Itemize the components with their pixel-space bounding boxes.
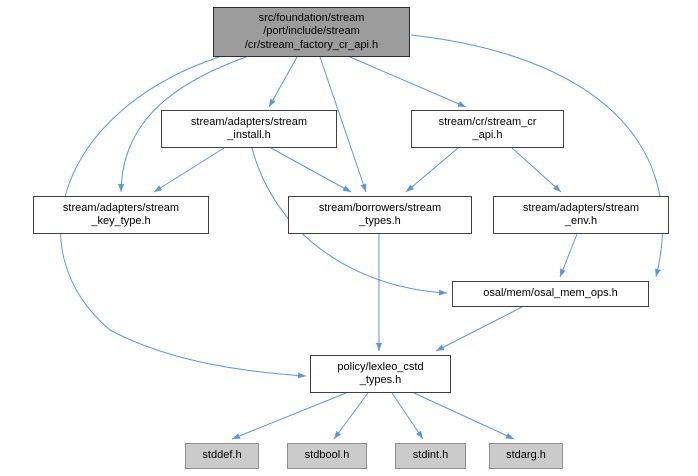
edge-factory-crapi bbox=[349, 56, 467, 108]
edge-memops-lexleo bbox=[435, 306, 523, 352]
edge-factory-memops bbox=[410, 34, 664, 278]
node-stream-factory-cr-api: src/foundation/stream /port/include/stre… bbox=[213, 7, 410, 57]
edge-install-types bbox=[270, 147, 352, 193]
edge-lexleo-stddef bbox=[231, 392, 347, 440]
edge-crapi-types bbox=[405, 147, 459, 193]
node-stream-cr-api[interactable]: stream/cr/stream_cr _api.h bbox=[411, 110, 564, 148]
edge-lexleo-stdint bbox=[391, 392, 424, 440]
edge-crapi-env bbox=[511, 147, 562, 193]
edge-factory-install bbox=[268, 56, 298, 108]
node-stream-key-type[interactable]: stream/adapters/stream _key_type.h bbox=[33, 196, 209, 234]
node-stream-env[interactable]: stream/adapters/stream _env.h bbox=[493, 196, 669, 234]
node-stddef: stddef.h bbox=[185, 443, 259, 469]
edge-lexleo-stdarg bbox=[413, 392, 515, 440]
node-stdbool: stdbool.h bbox=[287, 443, 367, 469]
node-stdarg: stdarg.h bbox=[489, 443, 563, 469]
edge-lexleo-stdbool bbox=[333, 392, 369, 440]
edge-install-keytype bbox=[153, 147, 225, 193]
edge-env-memops bbox=[559, 233, 578, 278]
node-osal-mem-ops[interactable]: osal/mem/osal_mem_ops.h bbox=[452, 281, 649, 307]
node-lexleo-cstd-types[interactable]: policy/lexleo_cstd _types.h bbox=[310, 355, 451, 393]
node-stdint: stdint.h bbox=[395, 443, 466, 469]
node-stream-install[interactable]: stream/adapters/stream _install.h bbox=[161, 110, 337, 148]
node-stream-types[interactable]: stream/borrowers/stream _types.h bbox=[288, 196, 472, 234]
